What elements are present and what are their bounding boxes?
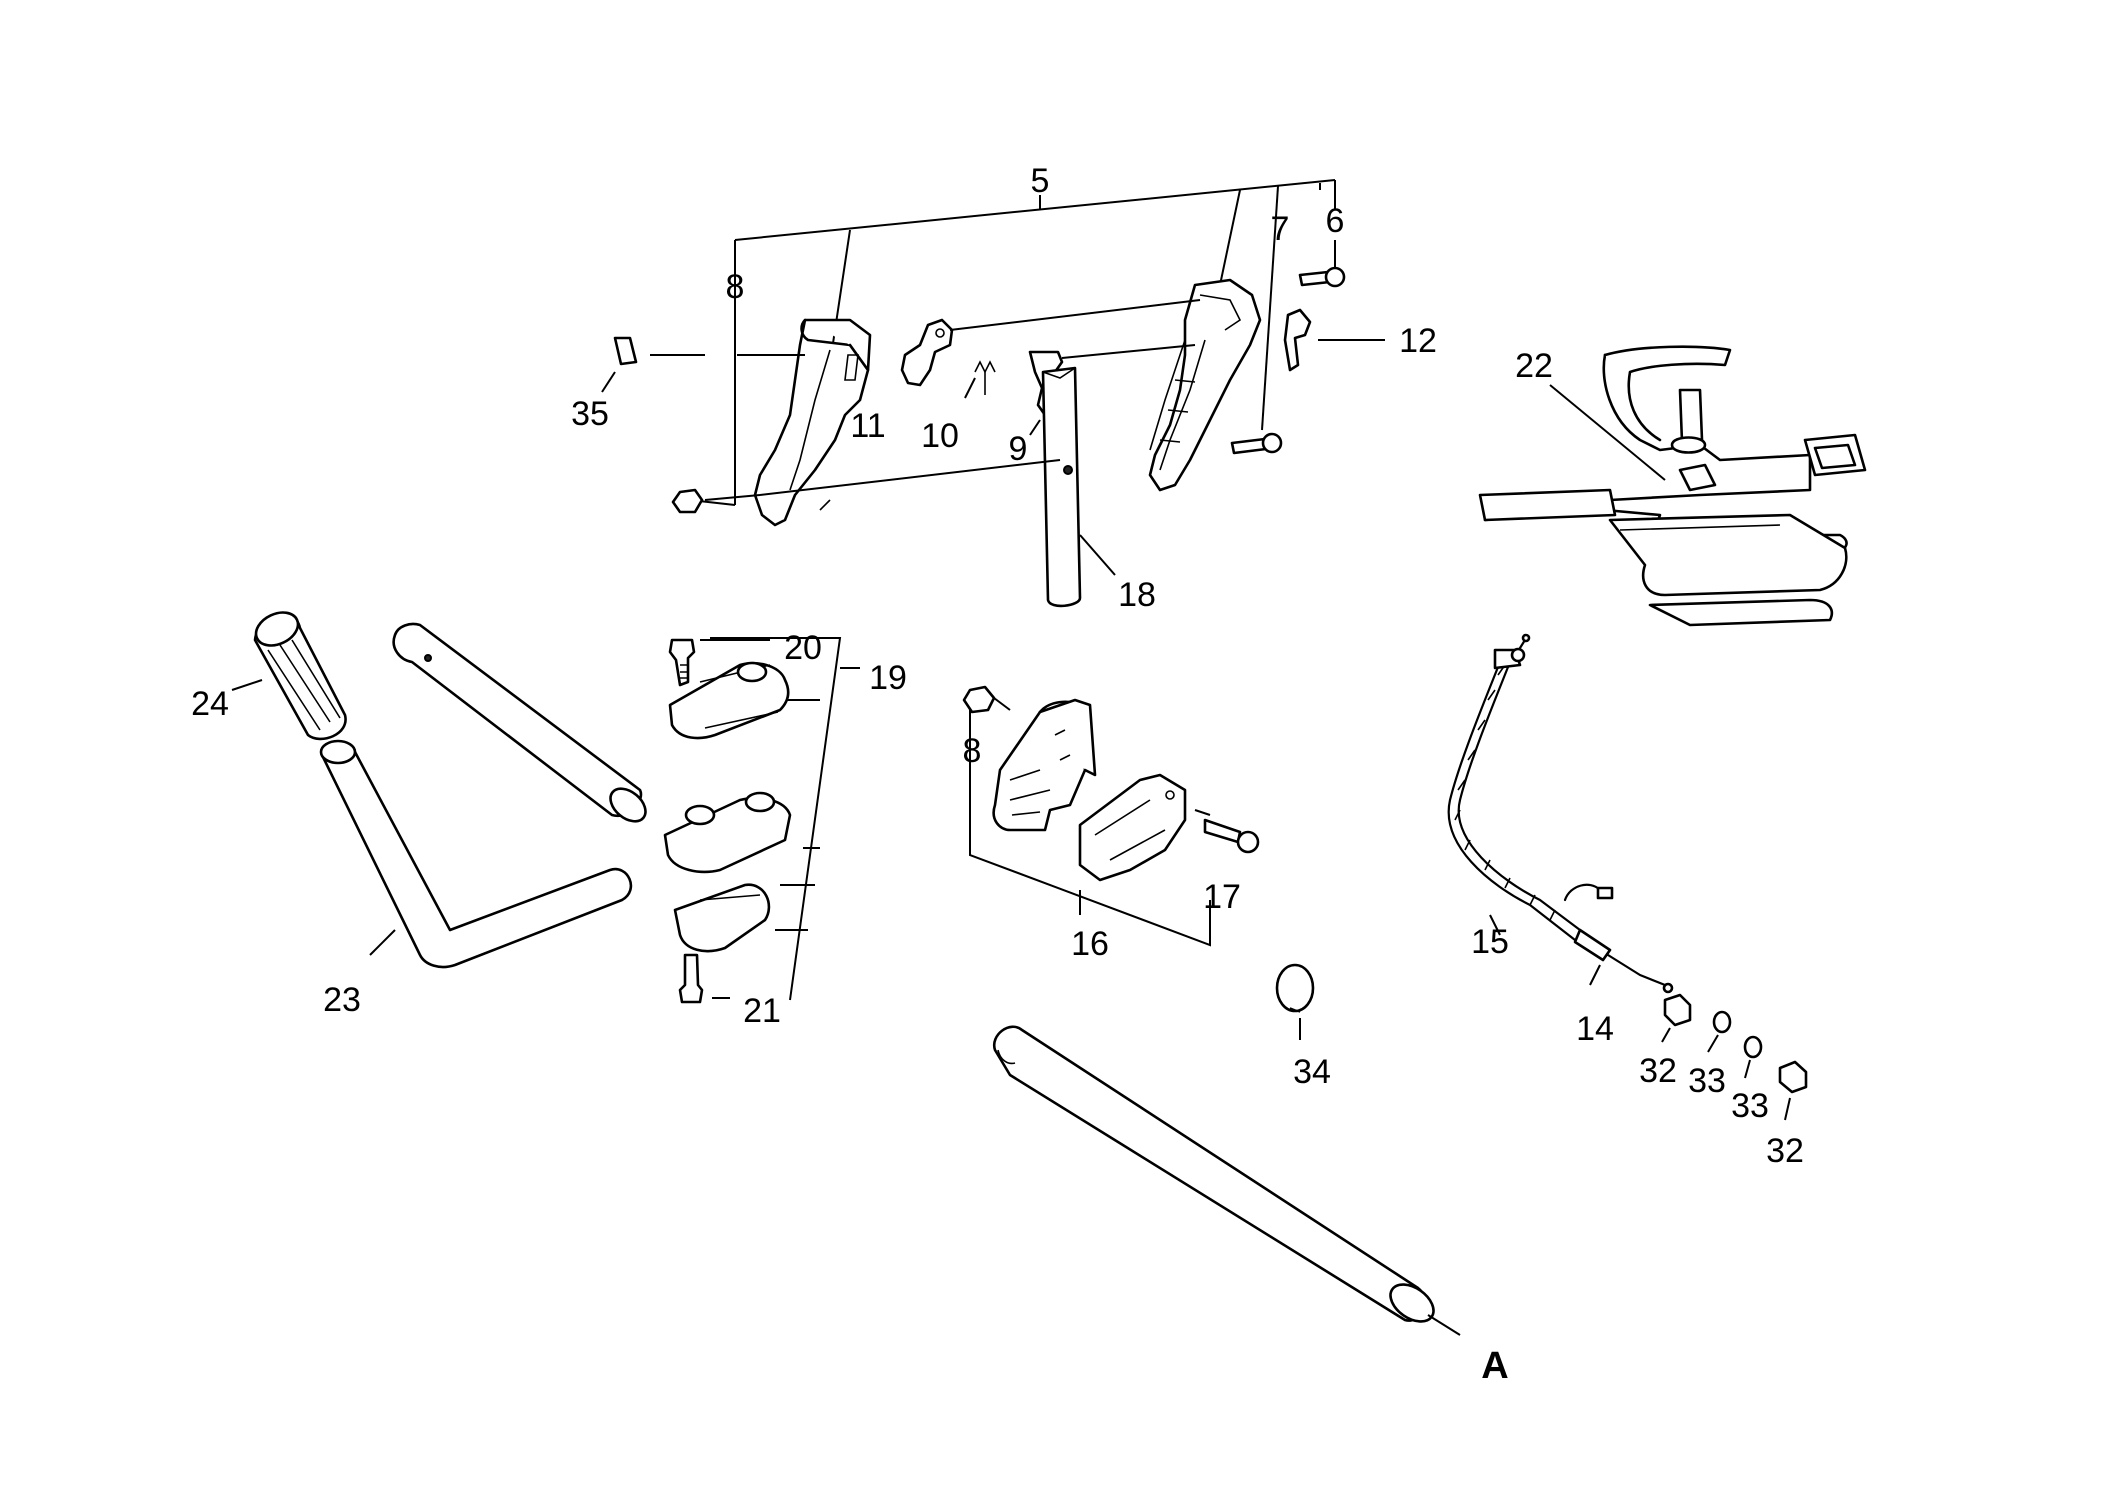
label-5: 5 xyxy=(1031,162,1050,200)
washer-33-first xyxy=(1707,1010,1732,1053)
label-18: 18 xyxy=(1118,576,1156,614)
main-tube xyxy=(992,1025,1461,1336)
label-19: 19 xyxy=(869,659,907,697)
label-11: 11 xyxy=(850,407,885,445)
label-8-top: 8 xyxy=(726,268,745,306)
clamp-middle xyxy=(663,791,792,874)
label-32-first: 32 xyxy=(1639,1052,1677,1090)
label-A: A xyxy=(1481,1345,1508,1387)
shaft-18 xyxy=(1041,366,1116,608)
spring-10 xyxy=(964,360,996,399)
cable-end-14 xyxy=(1573,928,1674,994)
clamp-upper xyxy=(668,661,790,740)
handle-half-right xyxy=(1148,278,1262,492)
bracket-left xyxy=(992,698,1097,832)
throttle-cable-15 xyxy=(1447,633,1614,942)
label-17: 17 xyxy=(1203,878,1241,916)
label-33-second: 33 xyxy=(1731,1087,1769,1125)
handle-half-left xyxy=(753,318,872,527)
washer-33-second xyxy=(1743,1035,1763,1079)
bolt-21 xyxy=(678,953,730,1004)
label-15: 15 xyxy=(1471,923,1509,961)
part-labels: 5 6 7 8 12 22 35 11 10 9 18 20 19 24 8 1… xyxy=(191,162,1804,1387)
label-32-second: 32 xyxy=(1766,1132,1804,1170)
nut-32-first xyxy=(1661,993,1692,1043)
bolt-20 xyxy=(668,638,770,687)
label-20: 20 xyxy=(784,629,822,667)
bent-bar-23 xyxy=(319,739,633,969)
label-8-mid: 8 xyxy=(963,732,982,770)
label-23: 23 xyxy=(323,981,361,1019)
screw-7 xyxy=(1230,432,1283,455)
label-35: 35 xyxy=(571,395,609,433)
bolt-17 xyxy=(1194,809,1260,854)
ring-34 xyxy=(1275,963,1315,1040)
label-21: 21 xyxy=(743,992,781,1030)
label-22: 22 xyxy=(1515,347,1553,385)
label-10: 10 xyxy=(921,417,959,455)
label-34: 34 xyxy=(1293,1053,1331,1091)
grip-24 xyxy=(231,611,347,741)
decal-35 xyxy=(601,336,805,393)
throttle-trigger-11 xyxy=(900,299,1201,387)
nut-32-second xyxy=(1778,1060,1808,1121)
label-9: 9 xyxy=(1009,430,1028,468)
label-16: 16 xyxy=(1071,925,1109,963)
label-7: 7 xyxy=(1271,210,1290,248)
clamp-lower xyxy=(673,883,771,953)
bracket-right xyxy=(1078,773,1187,882)
label-24: 24 xyxy=(191,685,229,723)
nut-8-mid xyxy=(962,685,996,714)
label-14: 14 xyxy=(1576,1010,1614,1048)
nut-8-top xyxy=(671,459,1061,514)
label-12: 12 xyxy=(1399,322,1437,360)
switch-12 xyxy=(1283,308,1385,372)
tube-upper xyxy=(392,622,647,823)
harness-22 xyxy=(1478,345,1867,627)
label-6: 6 xyxy=(1326,202,1345,240)
label-33-first: 33 xyxy=(1688,1062,1726,1100)
screw-6 xyxy=(1298,240,1346,288)
